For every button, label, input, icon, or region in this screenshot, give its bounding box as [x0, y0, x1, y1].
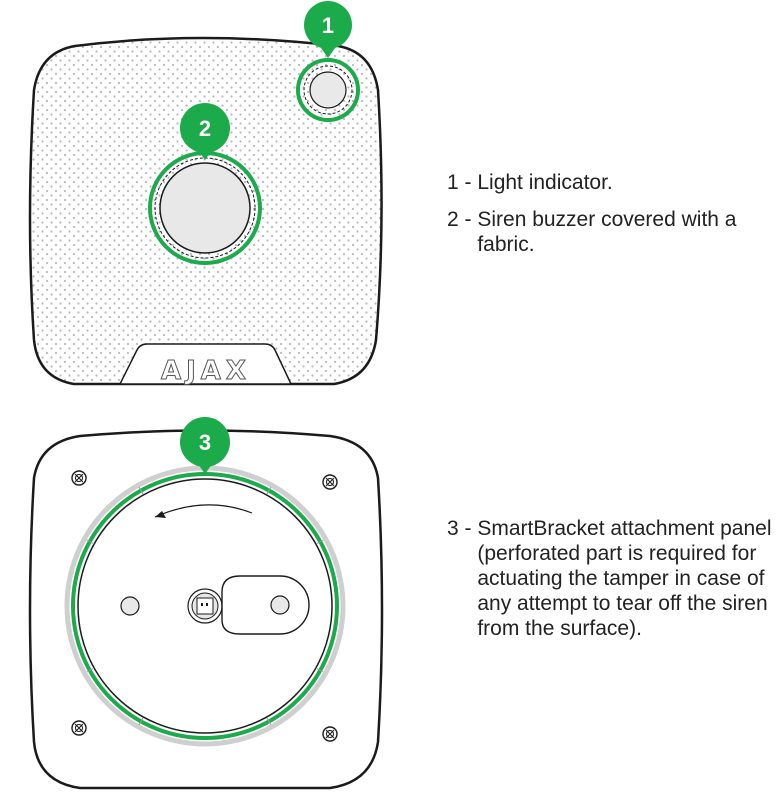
legend-number: 2 - [447, 208, 478, 231]
legend-item-1: 1 - Light indicator. [447, 170, 777, 195]
mounting-hole-right [270, 595, 290, 615]
screw-bottom-right [322, 726, 338, 742]
legend-item-3: 3 - SmartBracket attachment panel (perfo… [447, 516, 777, 641]
screw-top-right [322, 474, 338, 490]
legend-number: 1 - [447, 171, 478, 194]
legend-text: Siren buzzer covered with a fabric. [477, 208, 737, 256]
legend-front: 1 - Light indicator. 2 - Siren buzzer co… [447, 170, 777, 269]
ajax-logo: AJAX [161, 356, 251, 386]
legend-text: SmartBracket attachment panel (perforate… [477, 517, 772, 640]
back-view: 3 [28, 417, 384, 790]
marker-ring-1 [296, 58, 360, 122]
rotation-arrow [154, 504, 253, 518]
legend-item-2: 2 - Siren buzzer covered with a fabric. [447, 207, 777, 257]
logo-plate [118, 343, 293, 385]
mounting-hole-left [120, 596, 140, 616]
marker-badge-3: 3 [180, 417, 230, 474]
screw-bottom-left [71, 720, 87, 736]
marker-2-label: 2 [199, 116, 211, 141]
screw-top-left [71, 470, 87, 486]
legend-back: 3 - SmartBracket attachment panel (perfo… [447, 516, 777, 653]
smartbracket-panel [64, 465, 346, 747]
marker-badge-2: 2 [180, 103, 230, 160]
siren-buzzer [148, 151, 262, 265]
marker-3-label: 3 [199, 430, 211, 455]
front-view: AJAX 1 2 [28, 1, 383, 387]
marker-badge-1: 1 [304, 1, 352, 58]
marker-1-label: 1 [322, 13, 334, 38]
perforated-part [221, 575, 310, 635]
tamper-button [187, 588, 223, 624]
light-indicator [296, 58, 360, 122]
legend-text: Light indicator. [477, 171, 613, 194]
legend-number: 3 - [447, 517, 478, 540]
